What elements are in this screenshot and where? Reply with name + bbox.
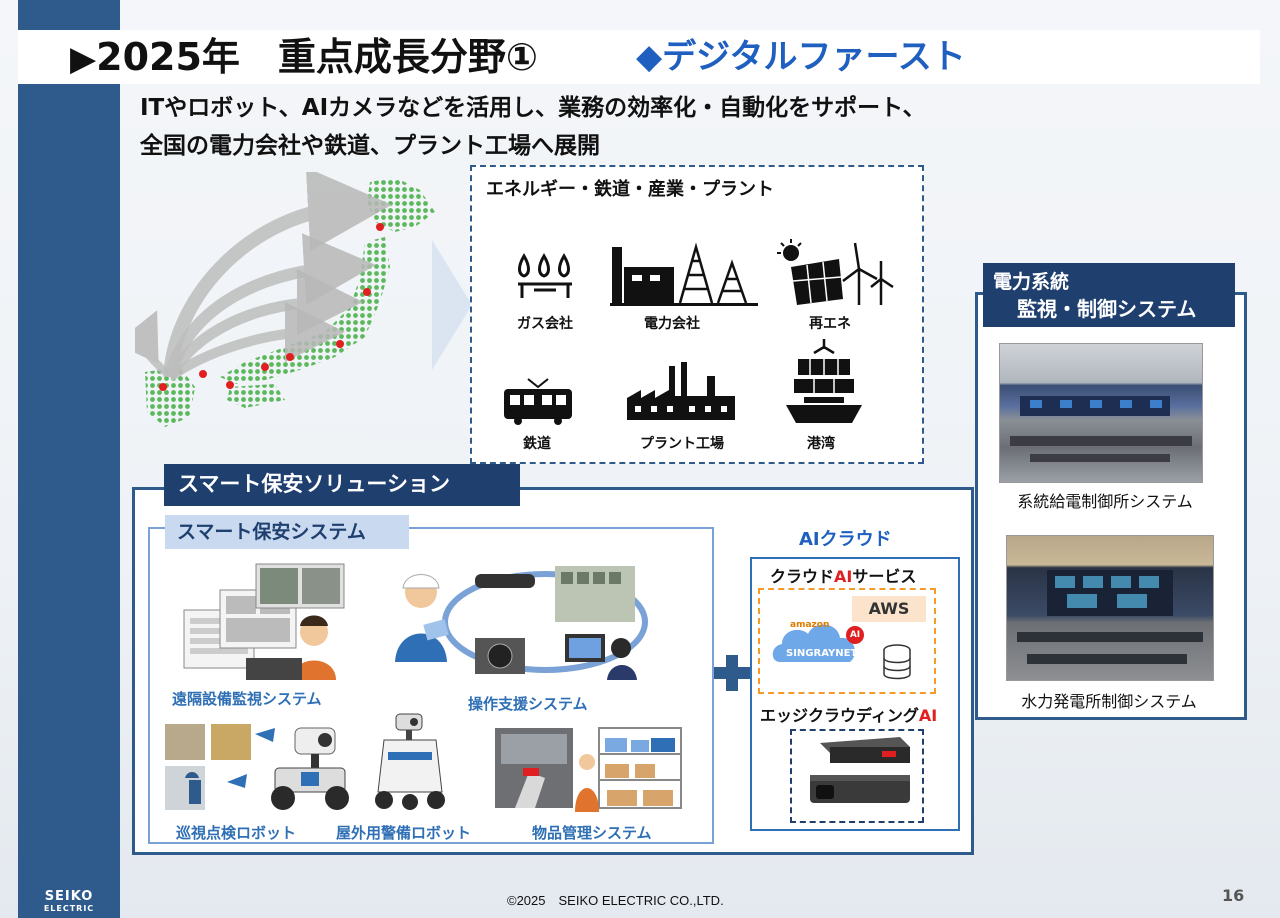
security-robot-illustration: [370, 712, 450, 812]
page-subtitle: ◆デジタルファースト: [636, 37, 966, 77]
control-room-photo-2: [1006, 535, 1214, 681]
logo-line-1: SEIKO: [44, 889, 94, 904]
photo-caption-1: 系統給電制御所システム: [1017, 492, 1193, 511]
caption-patrol-robot: 巡視点検ロボット: [176, 824, 297, 842]
plus-icon: [714, 655, 750, 691]
sectors-panel: エネルギー・鉄道・産業・プラント ガス会社 電力会社 再エネ 鉄道 プラント工場…: [470, 165, 924, 464]
photo-caption-2: 水力発電所制御システム: [1021, 692, 1197, 711]
factory-icon: [627, 362, 737, 422]
chevron-right-icon: [432, 240, 472, 370]
caption-operation-support: 操作支援システム: [468, 695, 588, 713]
company-logo: SEIKO ELECTRIC: [18, 890, 120, 918]
singraynet-wordmark: SINGRAYNET: [786, 648, 858, 659]
caption-remote-monitoring: 遠隔設備監視システム: [172, 690, 322, 708]
amazon-wordmark: amazon: [790, 620, 830, 630]
control-room-photo-1: [999, 343, 1203, 483]
ship-icon: [784, 339, 864, 429]
aws-badge: AWS: [852, 596, 926, 622]
database-icon: [882, 644, 912, 688]
cloud-icon: [770, 614, 855, 670]
caption-security-robot: 屋外用警備ロボット: [336, 824, 472, 842]
title-marker: ▶: [70, 39, 97, 79]
sector-label-factory: プラント工場: [640, 436, 724, 452]
caption-inventory: 物品管理システム: [532, 824, 652, 842]
gas-icon: [512, 252, 578, 304]
renewable-icon: [777, 239, 897, 309]
logo-line-2: ELECTRIC: [43, 904, 95, 913]
edge-clouding-ai-label: エッジクラウディングAI: [760, 706, 938, 725]
page-number: 16: [1222, 886, 1245, 905]
power-system-label-line1: 電力系統: [993, 271, 1070, 293]
sectors-heading: エネルギー・鉄道・産業・プラント: [486, 179, 774, 200]
title-bar: [18, 30, 1260, 84]
power-plant-icon: [610, 239, 760, 309]
copyright-text: ©2025 SEIKO ELECTRIC CO.,LTD.: [507, 893, 724, 908]
power-system-label: 電力系統 監視・制御システム: [983, 263, 1235, 327]
page-title: ▶2025年 重点成長分野①: [70, 30, 538, 84]
japan-map-illustration: [115, 167, 445, 432]
patrol-robot-illustration: [165, 720, 350, 814]
cloud-ai-service-box: AWS amazon SINGRAYNET AI: [758, 588, 936, 694]
cloud-ai-service-label: クラウドAIサービス: [770, 567, 917, 586]
title-text: 2025年 重点成長分野①: [96, 35, 539, 79]
power-system-label-line2: 監視・制御システム: [1017, 297, 1197, 321]
sector-label-power: 電力会社: [644, 316, 700, 332]
inventory-management-illustration: [495, 722, 690, 816]
sector-label-renewable: 再エネ: [809, 316, 851, 332]
edge-device-box: [790, 729, 924, 823]
ai-badge: AI: [846, 626, 864, 644]
smart-security-title: スマート保安ソリューション: [164, 464, 520, 506]
sector-label-gas: ガス会社: [517, 316, 573, 332]
remote-monitoring-illustration: [180, 562, 350, 684]
train-icon: [502, 377, 574, 427]
operation-support-illustration: [395, 562, 657, 686]
smart-security-system-title: スマート保安システム: [165, 515, 409, 549]
ai-cloud-title: AIクラウド: [799, 529, 892, 550]
lead-line-2: 全国の電力会社や鉄道、プラント工場へ展開: [140, 133, 600, 159]
lead-line-1: ITやロボット、AIカメラなどを活用し、業務の効率化・自動化をサポート、: [140, 95, 926, 121]
left-sidebar-band: [18, 0, 120, 918]
edge-device-icon: [810, 737, 910, 803]
sector-label-ship: 港湾: [807, 436, 835, 452]
sector-label-train: 鉄道: [523, 436, 551, 452]
